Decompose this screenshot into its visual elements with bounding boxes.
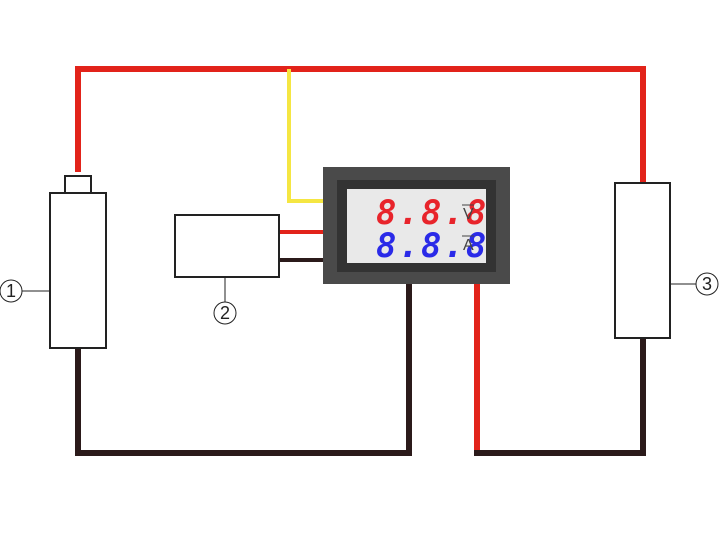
callout-2-circle: [213, 301, 237, 325]
voltage-sense-wire: [287, 69, 325, 203]
module-component: [174, 214, 280, 278]
callout-1-circle: [0, 279, 23, 303]
battery-body: [49, 192, 107, 349]
negative-wire-battery: [75, 282, 412, 456]
load-component: [614, 182, 671, 339]
callout-3-label: 3: [702, 274, 712, 294]
positive-wire-top: [75, 66, 646, 183]
negative-wire-load: [474, 338, 646, 456]
voltage-reading: 8.8.8: [376, 193, 488, 233]
callout-2: 2: [213, 277, 237, 325]
current-unit: A: [463, 237, 474, 254]
callout-3-circle: [695, 272, 719, 296]
wires: [75, 66, 646, 456]
callout-3: 3: [670, 272, 719, 296]
battery-terminal: [64, 175, 92, 195]
voltage-unit: V: [463, 206, 474, 223]
callout-1-label: 1: [6, 281, 16, 301]
meter-display: [347, 189, 486, 263]
battery-component: [49, 175, 107, 349]
callout-2-label: 2: [220, 303, 230, 323]
volt-amp-meter: 8.8.8 V 8.8.8 A: [323, 167, 510, 284]
callout-1: 1: [0, 279, 50, 303]
current-reading: 8.8.8: [376, 226, 488, 266]
